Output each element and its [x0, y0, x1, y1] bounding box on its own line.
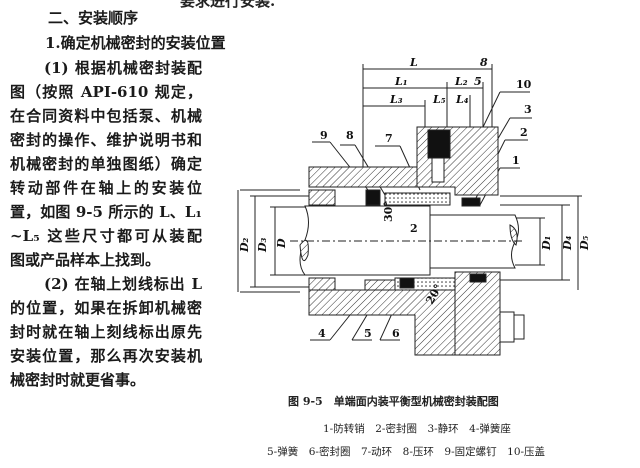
dim-L3: L₃ — [389, 93, 403, 106]
part-3: 3 — [524, 103, 532, 116]
para2-line: 的位置，如果在拆卸机械密 — [10, 299, 202, 317]
legend-line-1: 1-防转销 2-密封圈 3-静环 4-弹簧座 — [323, 423, 511, 435]
dim-L1: L₁ — [394, 75, 408, 88]
part-7: 7 — [385, 132, 393, 145]
housing-top-inner — [308, 189, 336, 206]
figure-caption: 图 9-5 单端面内装平衡型机械密封装配图 — [288, 395, 499, 408]
part-2: 2 — [520, 126, 528, 139]
para2-line: 械密封时就更省事。 — [10, 371, 146, 389]
para2-line: (2) 在轴上划线标出 L — [44, 275, 202, 293]
housing-bottom-inner — [308, 277, 336, 291]
para2-line: 安装位置，那么再次安装机 — [10, 347, 202, 365]
legend-line-2: 5-弹簧 6-密封圈 7-动环 8-压环 9-固定螺钉 10-压盖 — [267, 446, 546, 458]
dim-D1: D₁ — [540, 236, 553, 251]
part-1: 1 — [512, 154, 520, 167]
para1-line: 图（按照 API-610 规定， — [10, 83, 202, 101]
gland-bottom — [454, 271, 501, 356]
part-6: 6 — [392, 327, 400, 340]
dim-D2: D₂ — [238, 237, 251, 253]
para1-line: 图或产品样本上找到。 — [10, 251, 161, 269]
part-10: 10 — [516, 78, 532, 91]
para1-line: (1) 根据机械密封装配 — [44, 59, 202, 77]
dim-D3: D₃ — [256, 237, 269, 253]
para1-line: 在合同资料中包括泵、机械 — [10, 107, 202, 125]
subsection-heading: 1.确定机械密封的安装位置 — [45, 34, 226, 52]
part-5: 5 — [364, 327, 372, 340]
part-labels: 9 8 7 10 3 2 1 2 4 5 6 — [318, 78, 532, 340]
para2-line: 封时就在轴上刻线标出原先 — [10, 323, 202, 341]
dim-8: 8 — [480, 56, 488, 69]
section-heading: 二、安装顺序 — [48, 9, 139, 27]
dim-L: L — [409, 56, 418, 69]
para1-line: ~L₅ 这些尺寸都可从装配 — [10, 227, 202, 245]
para1-line: 机械密封的单独图纸）确定 — [10, 155, 202, 173]
para1-line: 置，如图 9-5 所示的 L、L₁ — [10, 203, 202, 221]
part-4: 4 — [318, 327, 326, 340]
gland-bore — [427, 129, 451, 159]
angle-30: 30° — [382, 201, 395, 222]
part-9: 9 — [320, 129, 328, 142]
bolt-head — [513, 314, 525, 340]
dim-L5: L₅ — [432, 93, 446, 106]
dim-D5: D₅ — [578, 235, 591, 251]
para1-line: 转动部件在轴上的安装位 — [10, 179, 202, 197]
seal-ring-2b — [469, 273, 487, 283]
dim-L4: L₄ — [455, 93, 469, 106]
dim-5: 5 — [474, 75, 482, 88]
partial-top-line: 要求进行安装. — [180, 0, 276, 10]
seal-ring-9 — [365, 189, 381, 206]
dim-L2: L₂ — [454, 75, 468, 88]
dim-D: D — [275, 238, 288, 249]
dim-D4: D₄ — [561, 235, 574, 251]
seal-ring-6 — [399, 277, 415, 289]
bolt — [499, 311, 515, 343]
para1-line: 密封的操作、维护说明书和 — [10, 131, 202, 149]
part-8: 8 — [346, 129, 354, 142]
spring — [364, 279, 396, 291]
rotating-ring — [384, 192, 451, 206]
seal-ring-2 — [461, 197, 481, 207]
part-2-shaft: 2 — [410, 222, 418, 235]
